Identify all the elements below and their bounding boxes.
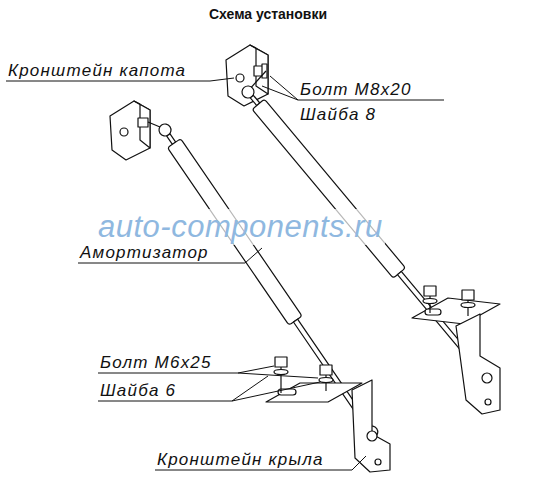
hood-bracket — [226, 45, 268, 106]
part-label: Болт М8х20 — [300, 81, 412, 99]
part-label: Шайба 6 — [100, 382, 176, 400]
hood-bracket — [110, 101, 160, 160]
part-label: Шайба 8 — [300, 106, 376, 124]
part-label: Амортизатор — [80, 244, 209, 262]
part-label: Кронштейн капота — [8, 62, 186, 80]
gas-strut — [155, 121, 382, 442]
part-label: Болт М6х25 — [100, 354, 212, 372]
watermark: auto-components.ru — [96, 209, 385, 245]
fender-bracket — [412, 286, 500, 414]
leader-lines — [6, 76, 444, 470]
drawing-title: Схема установки — [209, 6, 327, 22]
part-label: Кронштейн крыла — [157, 451, 324, 469]
